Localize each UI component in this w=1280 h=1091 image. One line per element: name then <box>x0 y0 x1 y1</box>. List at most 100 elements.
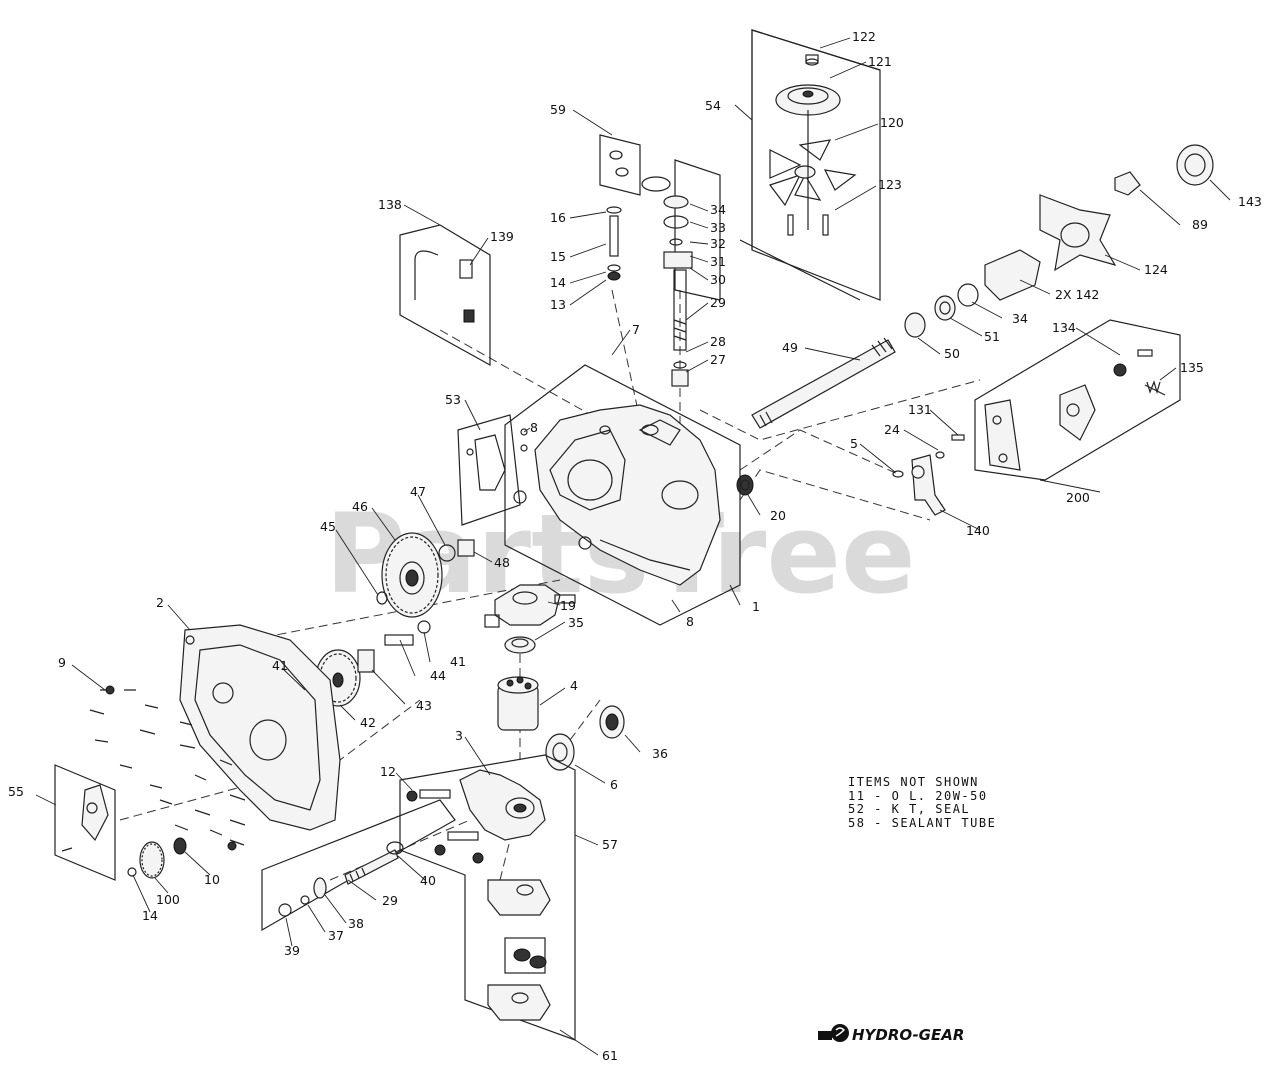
callout-36: 36 <box>652 746 668 761</box>
callout-54: 54 <box>705 98 721 113</box>
callout-55: 55 <box>8 784 24 799</box>
callout-41-right: 41 <box>450 654 466 669</box>
callout-15: 15 <box>550 249 566 264</box>
brake-panel <box>54 764 116 881</box>
callout-19: 19 <box>560 598 576 613</box>
callout-124: 124 <box>1144 262 1168 277</box>
callout-14-upper: 14 <box>550 275 566 290</box>
callout-120: 120 <box>880 115 904 130</box>
callout-89: 89 <box>1192 217 1208 232</box>
pump-housing <box>406 769 551 1021</box>
callout-40: 40 <box>420 873 436 888</box>
callout-29-lower: 29 <box>382 893 398 908</box>
callout-7: 7 <box>632 322 640 337</box>
callout-labels: 122 121 120 123 54 59 16 15 14 13 34 33 … <box>8 29 1262 1063</box>
callout-100: 100 <box>156 892 180 907</box>
center-section <box>484 584 576 654</box>
callout-49: 49 <box>782 340 798 355</box>
note-line-3: 58 - SEALANT TUBE <box>848 816 996 830</box>
callout-6: 6 <box>610 777 618 792</box>
cylinder-block-parts <box>497 676 625 771</box>
callout-122: 122 <box>852 29 876 44</box>
callout-142: 2X 142 <box>1055 287 1099 302</box>
callout-9: 9 <box>58 655 66 670</box>
hose-panel <box>399 224 491 367</box>
callout-121: 121 <box>868 54 892 69</box>
callout-4: 4 <box>570 678 578 693</box>
callout-50: 50 <box>944 346 960 361</box>
callout-138: 138 <box>378 197 402 212</box>
shaft-column-panel <box>641 159 721 387</box>
callout-44: 44 <box>430 668 446 683</box>
bracket-panel <box>974 319 1181 481</box>
note-title: ITEMS NOT SHOWN <box>848 775 979 789</box>
leader-lines <box>35 37 1231 1056</box>
callout-41-left: 41 <box>272 658 288 673</box>
callout-46: 46 <box>352 499 368 514</box>
callout-12: 12 <box>380 764 396 779</box>
callout-29-upper: 29 <box>710 295 726 310</box>
callout-34-upper: 34 <box>710 202 726 217</box>
callout-140: 140 <box>966 523 990 538</box>
bolts-cluster <box>89 685 246 851</box>
callout-38: 38 <box>348 916 364 931</box>
callout-37: 37 <box>328 928 344 943</box>
callout-48: 48 <box>494 555 510 570</box>
callout-135: 135 <box>1180 360 1204 375</box>
callout-35: 35 <box>568 615 584 630</box>
callout-14-lower: 14 <box>142 908 158 923</box>
callout-43: 43 <box>416 698 432 713</box>
axle-shaft <box>751 337 896 429</box>
axle-hub-parts <box>904 144 1214 338</box>
side-cover <box>179 624 341 831</box>
hydro-gear-logo: HYDRO-GEAR <box>818 1024 964 1044</box>
callout-45: 45 <box>320 519 336 534</box>
callout-33: 33 <box>710 220 726 235</box>
note-line-2: 52 - K T, SEAL <box>848 802 970 816</box>
callout-27: 27 <box>710 352 726 367</box>
callout-1: 1 <box>752 599 760 614</box>
callout-53: 53 <box>445 392 461 407</box>
callout-3: 3 <box>455 728 463 743</box>
cooling-fan-part <box>769 54 857 236</box>
items-not-shown-note: ITEMS NOT SHOWN 11 - O L. 20W-50 52 - K … <box>848 775 996 830</box>
callout-2: 2 <box>156 595 164 610</box>
callout-139: 139 <box>490 229 514 244</box>
callout-8-upper: 8 <box>530 420 538 435</box>
callout-10: 10 <box>204 872 220 887</box>
callout-51: 51 <box>984 329 1000 344</box>
callout-131: 131 <box>908 402 932 417</box>
callout-24: 24 <box>884 422 900 437</box>
gasket-panel <box>457 414 528 526</box>
callout-42: 42 <box>360 715 376 730</box>
callout-143: 143 <box>1238 194 1262 209</box>
callout-8-lower: 8 <box>686 614 694 629</box>
callout-28: 28 <box>710 334 726 349</box>
input-shaft <box>278 841 404 917</box>
callout-61: 61 <box>602 1048 618 1063</box>
callout-57: 57 <box>602 837 618 852</box>
input-shaft-panel <box>261 799 456 932</box>
brand-name: HYDRO-GEAR <box>852 1026 964 1044</box>
callout-47: 47 <box>410 484 426 499</box>
callout-123: 123 <box>878 177 902 192</box>
main-housing <box>513 404 721 586</box>
callout-59: 59 <box>550 102 566 117</box>
callout-31: 31 <box>710 254 726 269</box>
callout-32: 32 <box>710 236 726 251</box>
control-arm-parts <box>736 434 965 516</box>
callout-30: 30 <box>710 272 726 287</box>
callout-13: 13 <box>550 297 566 312</box>
note-line-1: 11 - O L. 20W-50 <box>848 789 988 803</box>
callout-20: 20 <box>770 508 786 523</box>
callout-39: 39 <box>284 943 300 958</box>
callout-5: 5 <box>850 436 858 451</box>
callout-34-lower: 34 <box>1012 311 1028 326</box>
main-housing-panel <box>504 364 741 626</box>
callout-134: 134 <box>1052 320 1076 335</box>
check-valve-panel <box>599 134 641 281</box>
sprocket-parts <box>127 837 187 879</box>
callout-200: 200 <box>1066 490 1090 505</box>
callout-16: 16 <box>550 210 566 225</box>
